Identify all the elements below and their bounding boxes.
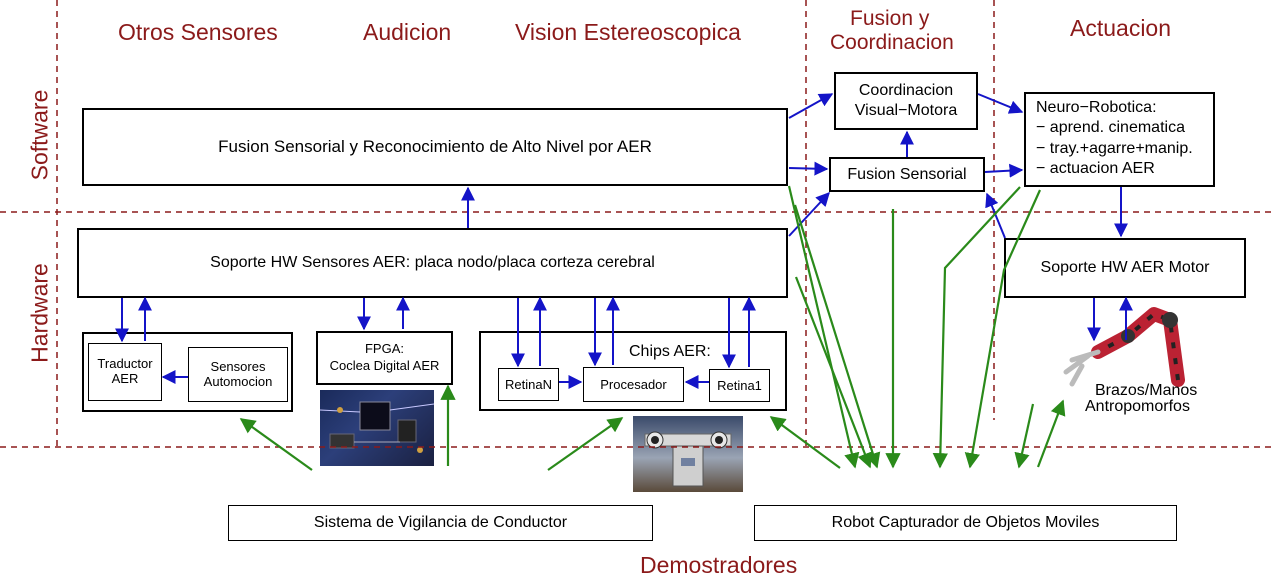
sensores-automocion-box: Sensores Automocion xyxy=(188,347,288,402)
fusion-alto-nivel-box: Fusion Sensorial y Reconocimiento de Alt… xyxy=(82,108,788,186)
column-fusion-line2: Coordinacion xyxy=(830,31,954,54)
stereo-camera-photo xyxy=(633,416,743,492)
sensores-line2: Automocion xyxy=(203,373,273,389)
row-hardware: Hardware xyxy=(26,263,53,363)
column-audicion: Audicion xyxy=(363,19,452,45)
sistema-vigilancia-box: Sistema de Vigilancia de Conductor xyxy=(228,505,653,541)
fusion-sensorial-box: Fusion Sensorial xyxy=(829,157,985,192)
neuro-robotica-box: Neuro−Robotica: − aprend. cinematica − t… xyxy=(1024,92,1215,187)
fpga-line1: FPGA: xyxy=(364,341,404,357)
brazos-line2: Antropomorfos xyxy=(1085,398,1190,415)
soporte-hw-sensores-box: Soporte HW Sensores AER: placa nodo/plac… xyxy=(77,228,788,298)
traductor-line1: Traductor xyxy=(97,356,153,372)
column-otros-sensores: Otros Sensores xyxy=(118,19,278,45)
neuro-line2: − aprend. cinematica xyxy=(1036,119,1185,137)
stereo-camera-icon xyxy=(644,431,732,487)
neuro-line4: − actuacion AER xyxy=(1036,160,1155,178)
traductor-aer-box: Traductor AER xyxy=(88,343,162,401)
row-software: Software xyxy=(26,89,53,181)
retina1-label: Retina1 xyxy=(717,378,762,393)
column-fusion-line1: Fusion y xyxy=(850,7,930,30)
chips-aer-label: Chips AER: xyxy=(629,343,711,360)
fusion-sensorial-label: Fusion Sensorial xyxy=(847,165,967,183)
robot-arm-photo xyxy=(1058,300,1198,400)
procesador-box: Procesador xyxy=(583,367,684,402)
neuro-line1: Neuro−Robotica: xyxy=(1036,99,1157,116)
coordinacion-line1: Coordinacion xyxy=(858,82,954,99)
fpga-coclea-box: FPGA: Coclea Digital AER xyxy=(316,331,453,385)
column-vision: Vision Estereoscopica xyxy=(515,19,741,45)
traductor-line2: AER xyxy=(111,371,139,386)
row-demostradores: Demostradores xyxy=(640,552,798,577)
fpga-line2: Coclea Digital AER xyxy=(329,358,440,373)
robot-arm-icon xyxy=(1063,307,1185,387)
soporte-hw-motor-box: Soporte HW AER Motor xyxy=(1004,238,1246,298)
column-actuacion: Actuacion xyxy=(1070,15,1172,41)
soporte-hw-sensores-label: Soporte HW Sensores AER: placa nodo/plac… xyxy=(210,254,655,271)
retinaN-label: RetinaN xyxy=(505,377,552,392)
neuro-line3: − tray.+agarre+manip. xyxy=(1036,139,1193,157)
soporte-hw-motor-label: Soporte HW AER Motor xyxy=(1040,259,1210,276)
retinaN-box: RetinaN xyxy=(498,368,559,401)
circuit-board-icon xyxy=(319,401,435,453)
sensores-line1: Sensores xyxy=(210,358,266,374)
procesador-label: Procesador xyxy=(600,377,667,392)
coordinacion-box: Coordinacion Visual−Motora xyxy=(834,72,978,130)
fpga-board-photo xyxy=(319,390,435,466)
sistema-vigilancia-label: Sistema de Vigilancia de Conductor xyxy=(313,514,568,531)
robot-capturador-label: Robot Capturador de Objetos Moviles xyxy=(831,514,1100,531)
coordinacion-line2: Visual−Motora xyxy=(854,102,958,119)
retina1-box: Retina1 xyxy=(709,369,770,402)
brazos-line1: Brazos/Manos xyxy=(1095,382,1198,399)
fusion-alto-nivel-label: Fusion Sensorial y Reconocimiento de Alt… xyxy=(218,137,652,156)
robot-capturador-box: Robot Capturador de Objetos Moviles xyxy=(754,505,1177,541)
